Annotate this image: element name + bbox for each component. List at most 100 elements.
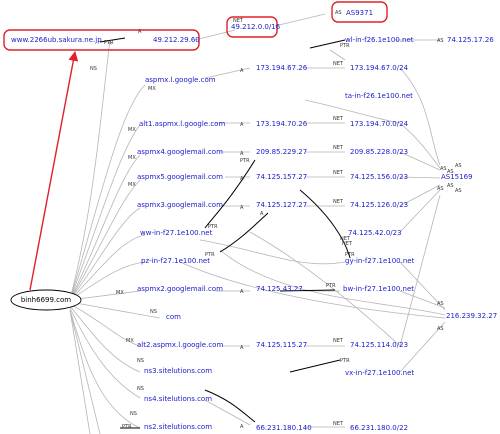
node-net-173-194-67-0: 173.194.67.0/24 [350,64,409,72]
node-ns2: ns2.sitelutions.com [144,423,212,431]
node-host-pz-in-f27: pz-in-f27.1e100.net [141,257,210,265]
node-host-aspmx5: aspmx5.googlemail.com [137,173,223,181]
edge-label: PTR [345,252,355,258]
edge-label: PTR [104,40,114,46]
edge-label: NET [333,61,344,67]
edge-label: NET [340,236,351,242]
root-node-ellipse[interactable] [10,289,82,311]
root-edges [69,39,161,434]
node-host-ww-in-f27: ww-in-f27.1e100.net [140,229,213,237]
edge-label: AS [437,186,444,192]
node-host-www-2266ub: www.2266ub.sakura.ne.jp [11,36,102,44]
edge-label: PTR [326,283,336,289]
edge-label: A [240,68,244,74]
node-ip-173-194-67-26: 173.194.67.26 [256,64,308,72]
highlight-box-net [226,16,278,38]
node-host-bw-in-f27: bw-in-f27.1e100.net [343,285,414,293]
edge-label: NET [233,18,244,24]
node-host-gy-in-f27: gy-in-f27.1e100.net [345,257,415,265]
edge-label: NET [342,241,353,247]
edge-label: A [240,424,244,430]
edge-label: NET [333,116,344,122]
node-host-vx-in-f27: vx-in-f27.1e100.net [345,369,414,377]
node-ip-74-125-43-27: 74.125.43.27 [256,285,303,293]
edge-label: AS [440,166,447,172]
edge-label: NET [333,199,344,205]
edge-label: A [240,176,244,182]
edge-labels: PTR NET AS A MX NS NET AS A PTR NET A MX… [90,10,462,430]
edge-label: AS [455,188,462,194]
node-ip-173-194-70-26: 173.194.70.26 [256,120,308,128]
node-ns4: ns4.sitelutions.com [144,395,212,403]
edge-label: NET [333,338,344,344]
node-net-173-194-70-0: 173.194.70.0/24 [350,120,409,128]
edge-label: MX [128,182,136,188]
node-as-15169: AS15169 [441,173,473,181]
node-host-aspmx4: aspmx4.googlemail.com [137,148,223,156]
edge-label: A [240,205,244,211]
node-net-74-125-42-0: 74.125.42.0/23 [348,229,402,237]
node-net-209-85-228-0: 209.85.228.0/23 [350,148,408,156]
edge-label: AS [437,301,444,307]
node-ip-49-212-29-60: 49.212.29.60 [153,36,200,44]
root-node-label: binh6699.com [21,296,71,304]
edge-label: PTR [340,43,350,49]
node-com: com [166,313,181,321]
node-net-74-125-114-0: 74.125.114.0/23 [350,341,408,349]
node-ip-74-125-17-26: 74.125.17.26 [447,36,494,44]
edge-label: NS [130,411,137,417]
node-as-9371: AS9371 [346,9,373,17]
edge-label: PTR [208,224,218,230]
edge-label: AS [335,10,342,16]
graph-edges [179,13,446,428]
node-host-ta-in-f26: ta-in-f26.1e100.net [345,92,413,100]
node-host-wl-in-f26: wl-in-f26.1e100.net [345,36,414,44]
node-ip-216-239-32-27: 216.239.32.27 [446,312,497,320]
edge-label: NET [333,145,344,151]
edge-label: MX [126,338,134,344]
node-net-49-212-0-0: 49.212.0.0/16 [231,23,281,31]
edge-label: MX [116,290,124,296]
node-host-aspmx2: aspmx2.googlemail.com [137,285,223,293]
edge-label: A [138,29,142,35]
edge-label: AS [437,326,444,332]
edge-label: PTR [240,158,250,164]
node-ip-66-231-180-140: 66.231.180.140 [256,424,312,432]
edge-label: A [240,345,244,351]
node-ip-74-125-157-27: 74.125.157.27 [256,173,307,181]
node-host-alt2-aspmx: alt2.aspmx.l.google.com [137,341,223,349]
highlight-arrow [29,51,79,291]
edge-label: A [240,122,244,128]
highlight-box-host [3,29,200,51]
edge-label: NS [137,358,144,364]
edge-label: MX [128,127,136,133]
node-ip-209-85-229-27: 209.85.229.27 [256,148,307,156]
edge-label: NET [333,170,344,176]
node-host-aspmx3: aspmx3.googlemail.com [137,201,223,209]
edge-label: NS [90,66,97,72]
node-labels[interactable]: www.2266ub.sakura.ne.jp 49.212.29.60 49.… [11,9,497,432]
edge-label: NET [333,421,344,427]
ptr-edges [99,37,351,429]
edge-label: PTR [340,358,350,364]
edge-label: PTR [205,252,215,258]
edge-label: NS [150,309,157,315]
node-host-aspmx: aspmx.l.google.com [145,76,216,84]
highlight-annotation [3,1,388,291]
edge-label: MX [148,86,156,92]
edge-label: PTR [122,424,132,430]
edge-label: AS [437,38,444,44]
node-net-66-231-180-0: 66.231.180.0/22 [350,424,408,432]
edge-label: NS [137,386,144,392]
node-net-74-125-126-0: 74.125.126.0/23 [350,201,408,209]
node-ns3: ns3.sitelutions.com [144,367,212,375]
node-ip-74-125-115-27: 74.125.115.27 [256,341,307,349]
edge-label: AS [447,183,454,189]
edge-label: A [240,151,244,157]
edge-label: MX [128,155,136,161]
edge-label: A [260,211,264,217]
node-net-74-125-156-0: 74.125.156.0/23 [350,173,408,181]
edge-label: A [240,289,244,295]
